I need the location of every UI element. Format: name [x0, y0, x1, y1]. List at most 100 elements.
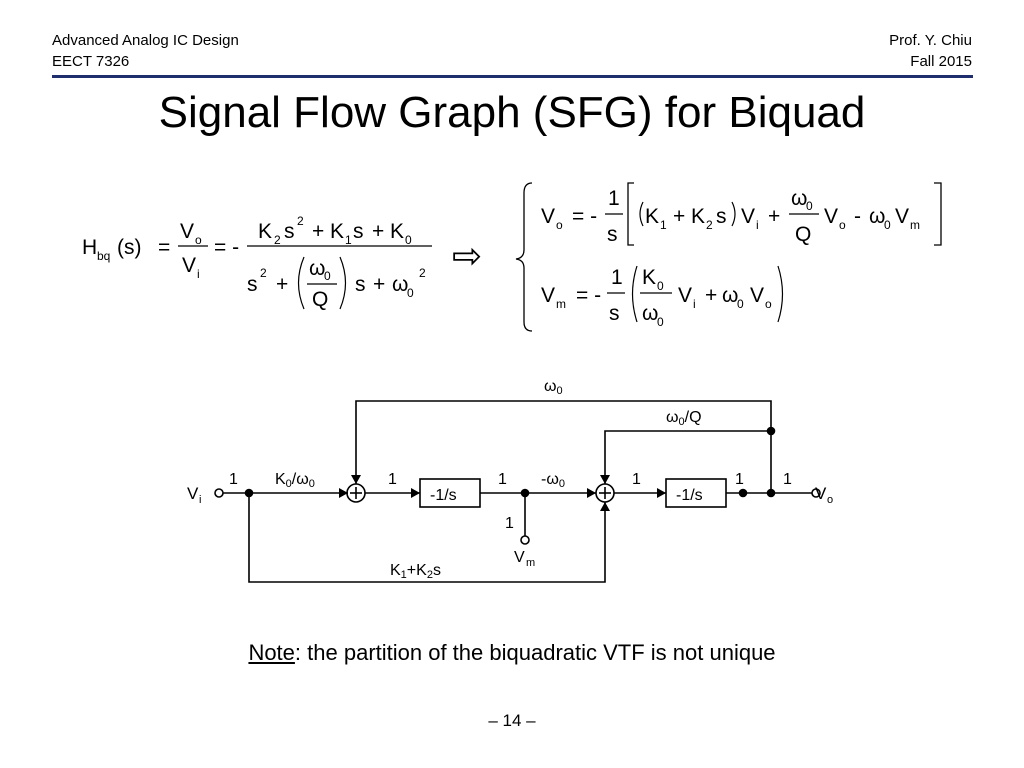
feedback-w0q-path	[604, 430, 771, 484]
node-int1-output	[520, 488, 530, 498]
vm-k0: K	[642, 266, 656, 289]
vm-frac-den: s	[609, 302, 620, 325]
transfer-function-equation: H bq (s) = V o V i = - K 2 s 2 + K 1 s +…	[82, 214, 432, 311]
slide-title: Signal Flow Graph (SFG) for Biquad	[158, 88, 866, 137]
instructor-name: Prof. Y. Chiu	[889, 32, 972, 49]
tf-ratio-den-sub: i	[197, 267, 200, 281]
node-int2-output	[738, 488, 748, 498]
tf-num-k0: K	[390, 220, 404, 243]
vo-eq: = -	[572, 205, 597, 228]
integrator-block-1	[419, 478, 481, 508]
page-number: – 14 –	[488, 711, 536, 730]
tf-den-w2: ω	[392, 273, 408, 296]
vm-equation: V m = - 1 s K 0 ω 0 V i + ω 0 V o	[541, 265, 784, 329]
arrow-feedback-w0q	[600, 475, 610, 484]
vo-plus2: +	[768, 205, 780, 228]
gain-after-int1: 1	[498, 471, 507, 488]
arrow-into-int1	[411, 488, 420, 498]
vo-w-sub: 0	[884, 218, 891, 232]
gain-into-int1: 1	[388, 471, 397, 488]
header-left: Advanced Analog IC Design EECT 7326	[52, 30, 239, 72]
vm-w: ω	[722, 284, 738, 307]
footnote: Note: the partition of the biquadratic V…	[0, 640, 1024, 666]
gain-feedback-w0q: ω0/Q	[666, 409, 702, 428]
vm-vo-sub: o	[765, 297, 772, 311]
tf-num-k2-sub: 2	[274, 233, 281, 247]
gain-in: 1	[229, 471, 238, 488]
label-vo-sub: o	[827, 494, 833, 506]
vo-frac-num: 1	[608, 187, 620, 210]
tf-num-plus2: +	[372, 220, 384, 243]
label-vo: V	[815, 484, 827, 503]
note-text: : the partition of the biquadratic VTF i…	[294, 640, 776, 665]
tf-num-k1: K	[330, 220, 344, 243]
vo-s: s	[716, 205, 727, 228]
vo-q: Q	[795, 223, 811, 246]
tf-num-k2: K	[258, 220, 272, 243]
vo-open-bracket	[627, 182, 634, 246]
tf-num-k1-sub: 1	[345, 233, 352, 247]
vm-eq: = -	[576, 284, 601, 307]
tf-ratio-den: V	[182, 254, 196, 277]
arrow-into-int2	[657, 488, 666, 498]
label-vm-sub: m	[526, 557, 535, 569]
sfg-labels: V i V o V m 1 K0/ω0 1 -1/s 1 -ω0 1 1 -1/…	[187, 378, 833, 581]
node-vo-split	[766, 488, 776, 498]
tf-ratio-num-sub: o	[195, 233, 202, 247]
tf-den-w-sub: 0	[324, 269, 331, 283]
gain-out: 1	[783, 471, 792, 488]
vo-k2-sub: 2	[706, 218, 713, 232]
tf-den-open-paren	[297, 256, 305, 310]
tf-den-s: s	[247, 273, 258, 296]
arrow-feedback-w0	[351, 475, 361, 484]
integrator-1-label: -1/s	[430, 487, 457, 504]
label-vi-sub: i	[199, 494, 201, 506]
vm-open-paren	[631, 265, 638, 323]
node-vi-split	[244, 488, 254, 498]
label-vi: V	[187, 484, 199, 503]
vm-k0-sub: 0	[657, 279, 664, 293]
tf-num-s: s	[284, 220, 295, 243]
tf-eq2: = -	[214, 236, 239, 259]
tf-den-plus2: +	[373, 273, 385, 296]
tf-den-w2-sup: 2	[419, 266, 426, 280]
gain-tap: 1	[505, 515, 514, 532]
signal-flow-graph	[214, 400, 821, 583]
note-keyword: Note	[248, 640, 295, 665]
tf-den-w: ω	[309, 257, 325, 280]
feedback-w0-path	[355, 400, 772, 493]
vo-close-paren	[731, 201, 736, 227]
vm-close-paren	[777, 265, 784, 323]
gain-after-int2: 1	[735, 471, 744, 488]
tf-den-close-paren	[339, 256, 347, 310]
course-code: EECT 7326	[52, 53, 130, 70]
header-right: Prof. Y. Chiu Fall 2015	[889, 30, 972, 72]
vo-k1-sub: 1	[660, 218, 667, 232]
vm-w0: ω	[642, 302, 658, 325]
vo-plus1: +	[673, 205, 685, 228]
feedforward-path	[248, 493, 606, 583]
gain-feedback-w0: ω0	[544, 378, 563, 397]
vo-vo-sub: o	[839, 218, 846, 232]
vo-equation: V o = - 1 s K 1 + K 2 s V i + ω 0 Q V o …	[541, 182, 942, 246]
vm-vi: V	[678, 284, 692, 307]
gain-feedforward: K1+K2s	[390, 562, 441, 581]
gain-neg-w0: -ω0	[541, 471, 565, 490]
vm-w-sub: 0	[737, 297, 744, 311]
tf-ratio-num: V	[180, 220, 194, 243]
vo-minus: -	[854, 205, 861, 228]
tf-den-s-sup: 2	[260, 266, 267, 280]
tf-den-w2-sub: 0	[407, 286, 414, 300]
term: Fall 2015	[910, 53, 972, 70]
vm-w0-sub: 0	[657, 315, 664, 329]
tf-den-q: Q	[312, 288, 328, 311]
tf-num-s-sup: 2	[297, 214, 304, 228]
arrow-into-sum1	[339, 488, 348, 498]
node-feedback-split	[766, 426, 776, 436]
vo-k1: K	[645, 205, 659, 228]
vo-vm: V	[895, 205, 909, 228]
tf-h-sub: bq	[97, 249, 110, 263]
vm-frac-num: 1	[611, 266, 623, 289]
tf-eq1: =	[158, 236, 170, 259]
